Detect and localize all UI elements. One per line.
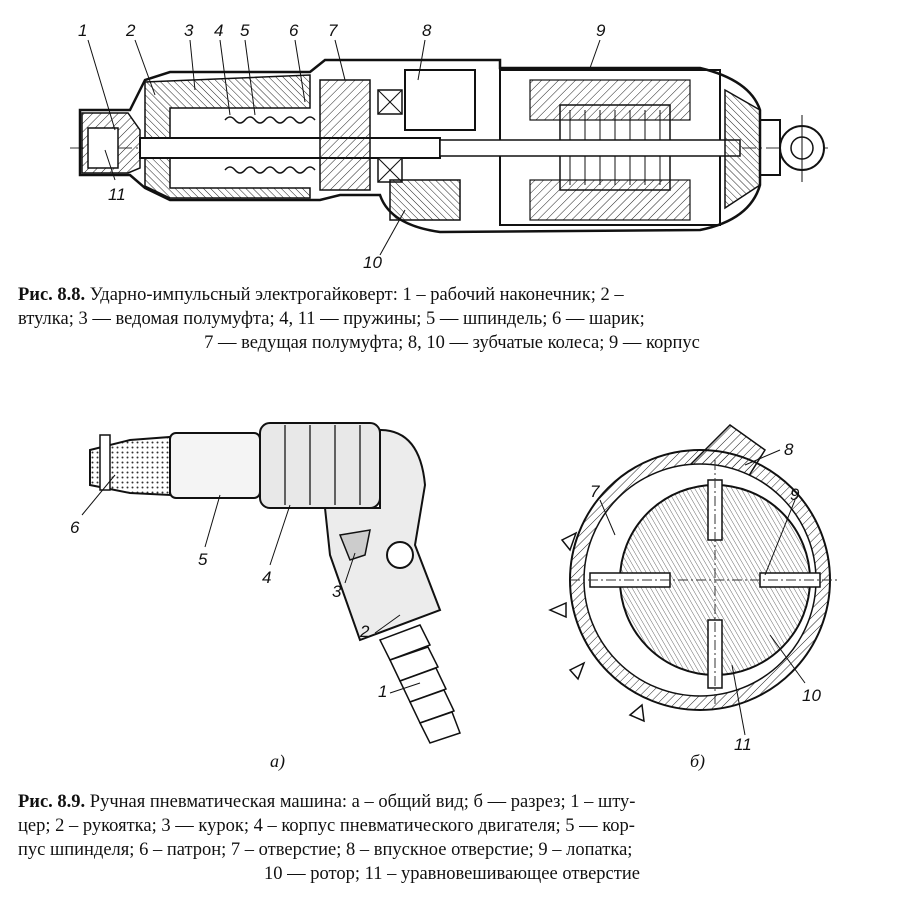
fig89-caption-line3: пус шпинделя; 6 – патрон; 7 – отверстие;… bbox=[18, 840, 633, 860]
fig88-label-4: 4 bbox=[214, 21, 223, 40]
fig89-caption-line1: Ручная пневматическая машина: а – общий … bbox=[89, 792, 636, 812]
fig89a-subcaption: а) bbox=[270, 751, 285, 772]
fig88-label-1: 1 bbox=[78, 21, 87, 40]
fig88-label-7: 7 bbox=[328, 21, 338, 40]
fig88-label-3: 3 bbox=[184, 21, 194, 40]
fig89a-label-1: 1 bbox=[378, 682, 387, 701]
fig88-label-5: 5 bbox=[240, 21, 250, 40]
fig89b-label-7: 7 bbox=[590, 482, 600, 501]
fig88-label-2: 2 bbox=[125, 21, 136, 40]
fig89-caption-title: Рис. 8.9. bbox=[18, 792, 86, 812]
fig89a-label-2: 2 bbox=[359, 622, 370, 641]
figure-8-9a-drawing: 6 5 4 3 2 1 а) bbox=[70, 422, 461, 772]
fig89a-label-6: 6 bbox=[70, 518, 80, 537]
fig89-caption-line4: 10 — ротор; 11 – уравновешивающее отверс… bbox=[264, 864, 640, 884]
fig88-label-10: 10 bbox=[363, 253, 382, 270]
fig89a-label-5: 5 bbox=[198, 550, 208, 569]
fig89b-label-10: 10 bbox=[802, 686, 821, 705]
fig89-caption-line2: цер; 2 – рукоятка; 3 — курок; 4 – корпус… bbox=[18, 816, 635, 836]
fig89b-subcaption: б) bbox=[690, 751, 705, 772]
fig88-label-6: 6 bbox=[289, 21, 299, 40]
fig89a-label-3: 3 bbox=[332, 582, 342, 601]
fig88-caption-title: Рис. 8.8. bbox=[18, 285, 86, 305]
fig88-label-8: 8 bbox=[422, 21, 432, 40]
figure-8-9-caption: Рис. 8.9. Ручная пневматическая машина: … bbox=[18, 790, 886, 886]
fig88-caption-line1: Ударно-импульсный электрогайковерт: 1 – … bbox=[89, 285, 624, 305]
figure-8-8-caption: Рис. 8.8. Ударно-импульсный электрогайко… bbox=[18, 283, 886, 355]
fig89b-label-9: 9 bbox=[790, 485, 800, 504]
fig88-label-9: 9 bbox=[596, 21, 606, 40]
figure-8-8-drawing: 1 2 3 4 5 6 7 8 9 10 11 bbox=[70, 21, 830, 270]
fig89b-label-8: 8 bbox=[784, 440, 794, 459]
fig89b-label-11: 11 bbox=[734, 735, 752, 754]
fig88-label-11: 11 bbox=[108, 185, 126, 204]
fig89a-label-4: 4 bbox=[262, 568, 271, 587]
fig88-caption-line3: 7 — ведущая полумуфта; 8, 10 — зубчатые … bbox=[204, 333, 700, 353]
figure-8-9b-drawing: 7 8 9 10 11 б) bbox=[548, 424, 840, 772]
fig88-caption-line2: втулка; 3 — ведомая полумуфта; 4, 11 — п… bbox=[18, 309, 645, 329]
